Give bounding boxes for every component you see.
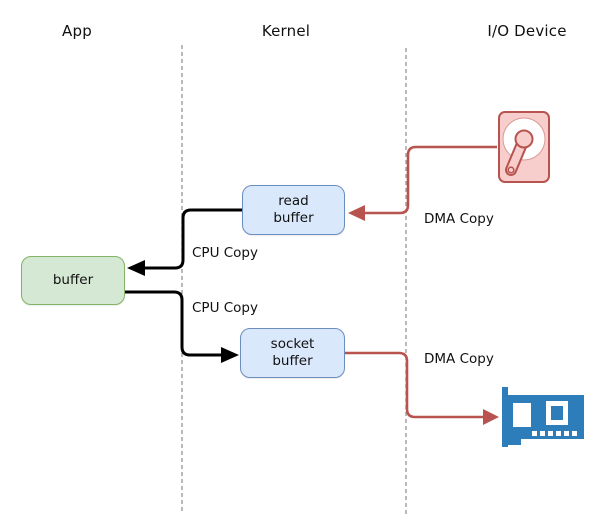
arrowhead-cpu-app-buffer-to-socket-buffer — [221, 347, 239, 363]
arrowhead-cpu-read-buffer-to-app-buffer — [127, 260, 145, 276]
hard-disk-hub — [514, 129, 534, 149]
edge-label-cpu-copy-bottom: CPU Copy — [192, 300, 258, 316]
edge-cpu-app-buffer-to-socket-buffer — [125, 290, 221, 357]
edge-label-dma-copy-top: DMA Copy — [424, 211, 494, 227]
nic-bracket-foot — [508, 439, 521, 445]
nic-bracket — [502, 387, 508, 447]
arrowhead-dma-socket-buffer-to-nic — [483, 409, 499, 425]
lane-label-kernel: Kernel — [261, 22, 311, 40]
arrowhead-dma-disk-to-read-buffer — [348, 205, 365, 221]
edge-dma-socket-buffer-to-nic — [345, 351, 483, 419]
hard-disk-arm-pivot — [507, 166, 515, 174]
edge-label-dma-copy-bottom: DMA Copy — [424, 351, 494, 367]
node-app-buffer: buffer — [21, 256, 125, 305]
node-read-buffer-label: read buffer — [273, 193, 314, 226]
hard-disk-icon — [498, 111, 550, 183]
lane-label-io-device: I/O Device — [487, 22, 567, 40]
edge-label-cpu-copy-top: CPU Copy — [192, 245, 258, 261]
network-card-icon — [502, 387, 584, 447]
nic-chip-right-core — [551, 406, 563, 420]
node-read-buffer: read buffer — [242, 185, 345, 235]
node-socket-buffer: socket buffer — [240, 328, 345, 378]
node-app-buffer-label: buffer — [52, 272, 94, 288]
edge-cpu-read-buffer-to-app-buffer — [145, 208, 242, 270]
edge-dma-disk-to-read-buffer — [364, 145, 497, 215]
nic-connector-pins — [532, 431, 577, 436]
nic-chip-left — [513, 403, 531, 427]
lane-label-app: App — [62, 22, 92, 40]
node-socket-buffer-label: socket buffer — [270, 336, 315, 369]
